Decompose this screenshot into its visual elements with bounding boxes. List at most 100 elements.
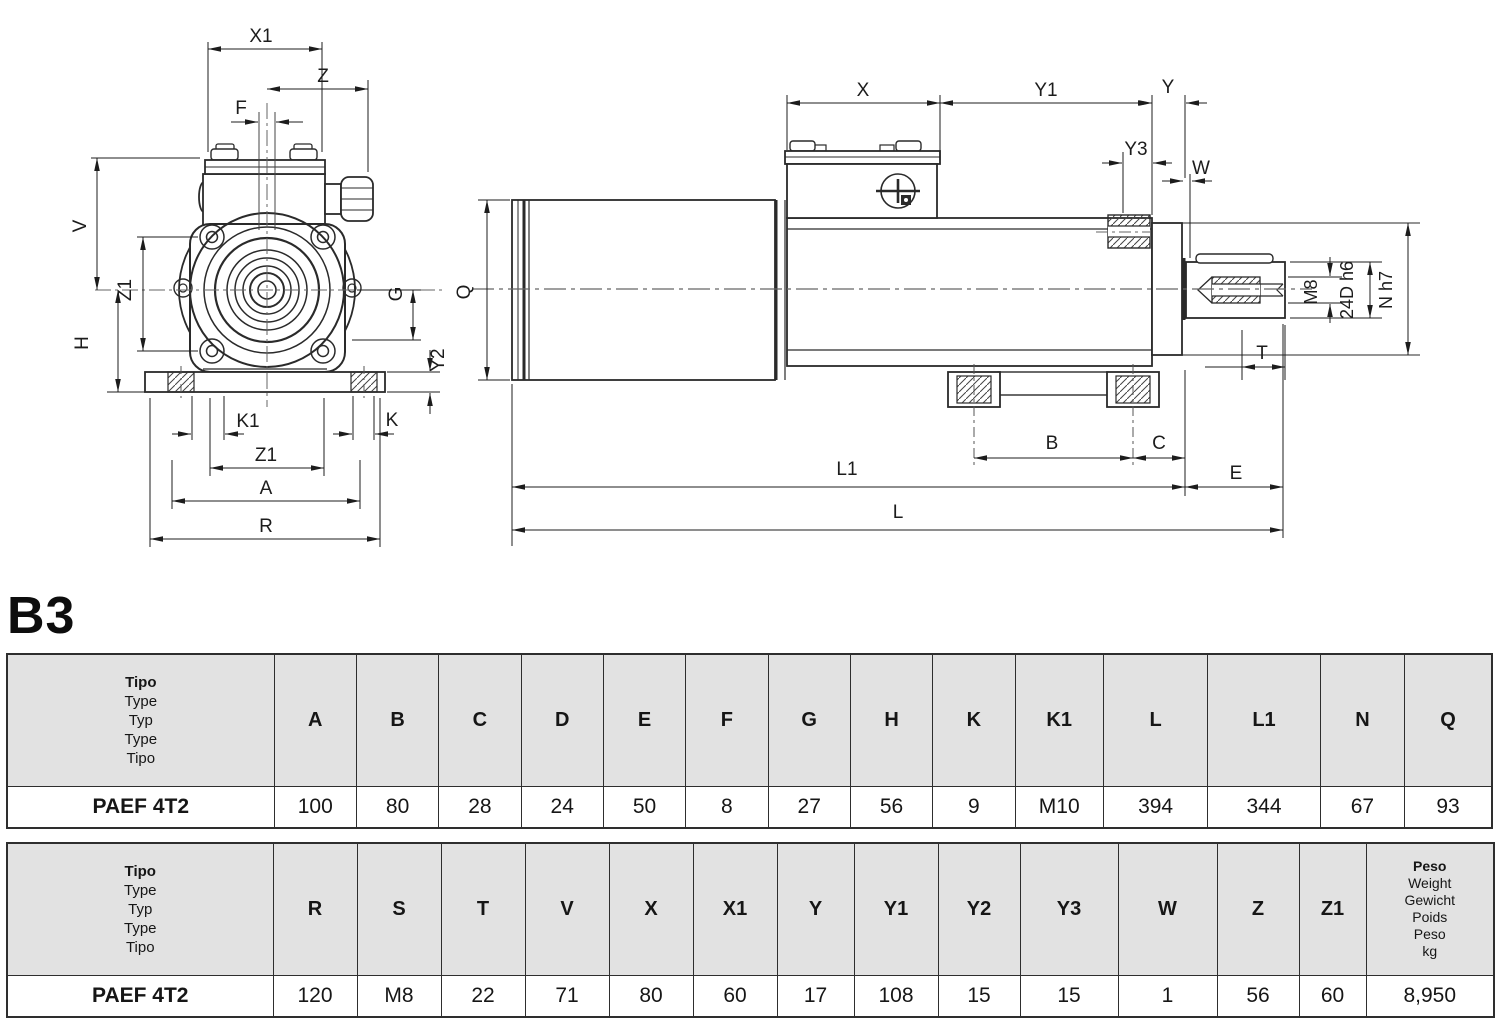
type-header-line: Tipo (124, 862, 156, 880)
motor-body (511, 199, 776, 381)
table1-col-E: E (602, 653, 687, 787)
table2-type-header: Tipo Type Typ Type Tipo (6, 842, 274, 976)
table1-value-L: 394 (1102, 785, 1209, 829)
gear-housing (786, 217, 1153, 367)
table1-col-D: D (520, 653, 604, 787)
table2-header-row: Tipo Type Typ Type Tipo R S T V X X1 Y Y… (6, 842, 1495, 976)
table1-col-K: K (932, 653, 1016, 787)
table2-col-W: W (1117, 842, 1218, 976)
table2-weight-header: Peso Weight Gewicht Poids Peso kg (1365, 842, 1495, 976)
table1-model: PAEF 4T2 (6, 785, 275, 829)
table2-value-R: 120 (272, 974, 358, 1018)
table1-value-A: 100 (273, 785, 357, 829)
dim-label-m8: M8 (1301, 279, 1321, 304)
table2-col-Y: Y (776, 842, 855, 976)
lid-screw-side-left (789, 140, 816, 152)
table2-col-Y3: Y3 (1019, 842, 1119, 976)
table1-value-Q: 93 (1404, 785, 1493, 829)
type-header-line: Type (124, 730, 158, 748)
dim-label-y3: Y3 (1124, 139, 1147, 160)
table2-value-S: M8 (356, 974, 442, 1018)
table1-value-D: 24 (520, 785, 604, 829)
table2-value-W: 1 (1117, 974, 1218, 1018)
dim-label-z: Z (317, 66, 329, 87)
table2-col-Y1: Y1 (853, 842, 939, 976)
table1-value-G: 27 (767, 785, 851, 829)
technical-drawing: X1 Z F V Z1 H G Y2 K1 K Z1 A R (70, 26, 1420, 547)
weight-header-line: Peso (1413, 858, 1447, 875)
table2-value-V: 71 (524, 974, 610, 1018)
table2-col-X: X (608, 842, 694, 976)
table1-col-N: N (1319, 653, 1406, 787)
dim-label-z1-left: Z1 (115, 279, 136, 301)
dim-label-shaft-dia: 24D h6 (1337, 261, 1357, 319)
dim-label-b: B (1046, 433, 1059, 454)
table1-value-H: 56 (849, 785, 934, 829)
type-header-line: Typ (128, 711, 153, 729)
type-header-line: Tipo (125, 673, 157, 691)
weight-header-line: Weight (1408, 875, 1452, 892)
table1-col-L: L (1102, 653, 1209, 787)
side-view (472, 140, 1420, 466)
table1-value-L1: 344 (1207, 785, 1321, 829)
dim-label-a: A (260, 478, 273, 499)
table1-value-B: 80 (355, 785, 440, 829)
table2-col-V: V (524, 842, 610, 976)
dim-label-l1: L1 (836, 459, 857, 480)
table2-col-Z: Z (1216, 842, 1300, 976)
table1-col-C: C (438, 653, 522, 787)
type-header-line: Type (124, 692, 158, 710)
weight-header-line: kg (1422, 943, 1438, 960)
lid-screw-right (289, 148, 318, 161)
table1-value-C: 28 (438, 785, 522, 829)
table1-col-H: H (849, 653, 934, 787)
side-view-dimensions (478, 95, 1411, 546)
weight-header-line: Poids (1412, 909, 1448, 926)
foot-plate (997, 371, 1109, 396)
mount-base-front (144, 371, 386, 393)
table1-value-F: 8 (685, 785, 769, 829)
dim-label-y1: Y1 (1034, 80, 1057, 101)
type-header-line: Tipo (125, 938, 155, 956)
dim-label-e: E (1230, 463, 1243, 484)
dim-label-w: W (1192, 158, 1210, 179)
dim-label-c: C (1152, 433, 1166, 454)
table1-col-L1: L1 (1207, 653, 1321, 787)
dim-label-q: Q (454, 285, 475, 300)
table1-col-B: B (355, 653, 440, 787)
table2-value-Y2: 15 (937, 974, 1021, 1018)
table2-value-Z1: 60 (1298, 974, 1367, 1018)
table1-value-N: 67 (1319, 785, 1406, 829)
table1-type-header: Tipo Type Typ Type Tipo (6, 653, 275, 787)
dim-label-t: T (1256, 343, 1268, 364)
dim-label-y2: Y2 (428, 348, 449, 371)
front-view-labels: X1 Z F V Z1 H G Y2 K1 K Z1 A R (70, 26, 449, 537)
table1-col-G: G (767, 653, 851, 787)
table1-value-E: 50 (602, 785, 687, 829)
table1-col-A: A (273, 653, 357, 787)
dim-label-r: R (259, 516, 273, 537)
table1-data-row: PAEF 4T2 100 80 28 24 50 8 27 56 9 M10 3… (6, 785, 1493, 829)
weight-header-line: Peso (1413, 926, 1446, 943)
weight-header-line: Gewicht (1404, 892, 1456, 909)
dimension-table-2: Tipo Type Typ Type Tipo R S T V X X1 Y Y… (6, 842, 1495, 1018)
type-header-line: Typ (128, 900, 153, 918)
table2-value-Y: 17 (776, 974, 855, 1018)
table2-model: PAEF 4T2 (6, 974, 274, 1018)
dimension-table-1: Tipo Type Typ Type Tipo A B C D E F G H … (6, 653, 1493, 829)
lid-screw-side-right (895, 140, 922, 152)
key-slot (1195, 253, 1274, 264)
table1-value-K1: M10 (1014, 785, 1104, 829)
table1-col-Q: Q (1404, 653, 1493, 787)
table2-col-Z1: Z1 (1298, 842, 1367, 976)
lid-screw-left (210, 148, 239, 161)
table2-value-X1: 60 (692, 974, 778, 1018)
dim-label-z1-bottom: Z1 (255, 445, 277, 466)
corner-screws (199, 224, 336, 364)
table2-value-Z: 56 (1216, 974, 1300, 1018)
table1-header-row: Tipo Type Typ Type Tipo A B C D E F G H … (6, 653, 1493, 787)
table2-value-weight: 8,950 (1365, 974, 1495, 1018)
table2-col-Y2: Y2 (937, 842, 1021, 976)
table2-col-T: T (440, 842, 526, 976)
